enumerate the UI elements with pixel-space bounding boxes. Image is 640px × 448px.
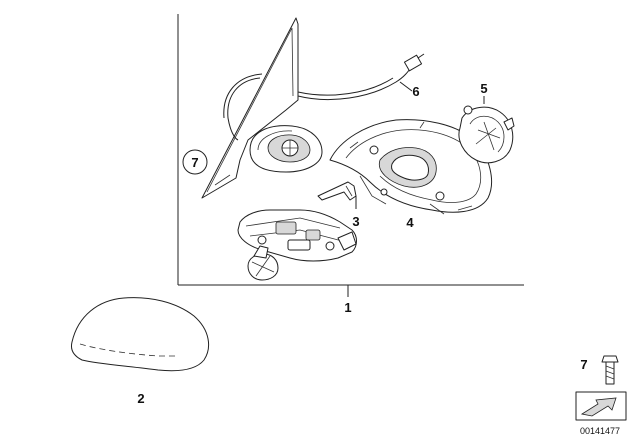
callout-3: 3: [352, 214, 359, 229]
leader-lines: [347, 81, 485, 297]
callout-2: 2: [137, 391, 144, 406]
mirror-base: [249, 125, 323, 173]
housing-frame: [329, 119, 492, 215]
assembly-frame: [177, 14, 524, 286]
callout-7: 7: [580, 357, 587, 372]
screw: [601, 355, 619, 385]
callout-1: 1: [344, 300, 351, 315]
callout-7-circle-label: 7: [191, 155, 198, 170]
adjustment-gear: [247, 245, 279, 281]
callout-4: 4: [406, 215, 414, 230]
mirror-cap: [71, 297, 210, 372]
small-bracket: [317, 181, 357, 201]
mirror-motor: [458, 105, 515, 164]
callout-6: 6: [412, 84, 419, 99]
callout-7-circle: 7: [182, 149, 208, 175]
part-number: 00141477: [580, 426, 620, 436]
reference-arrow-icon: [575, 391, 627, 421]
wire-harness: [223, 53, 425, 141]
callout-5: 5: [480, 81, 487, 96]
